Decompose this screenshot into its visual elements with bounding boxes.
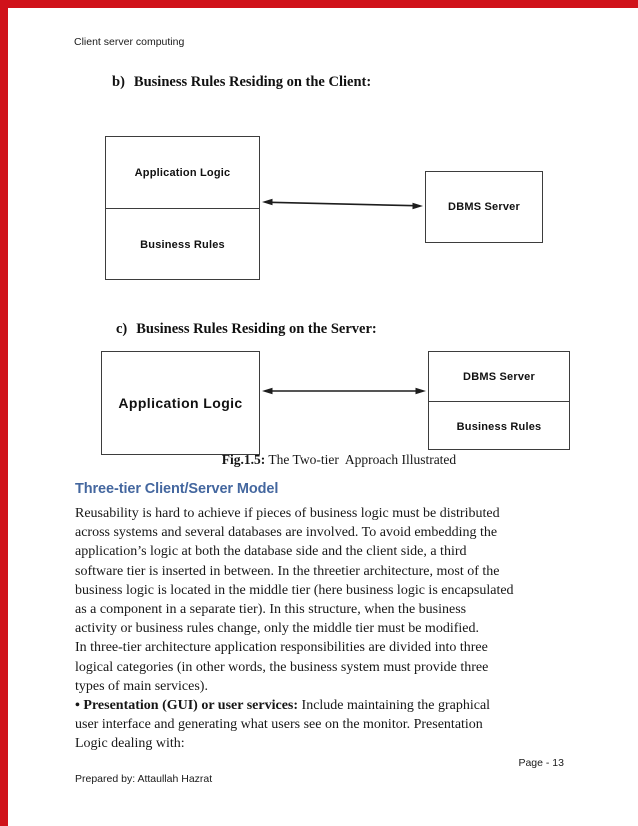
paragraph-line: In three-tier architecture application r… xyxy=(75,640,488,656)
paragraph-line: logical categories (in other words, the … xyxy=(75,659,489,675)
three-tier-heading: Three-tier Client/Server Model xyxy=(75,481,279,497)
diagram-c-application-logic-box: Application Logic xyxy=(101,351,260,455)
double-arrow-applogic-dbms xyxy=(262,387,426,395)
body-paragraph: Reusability is hard to achieve if pieces… xyxy=(75,504,575,754)
figure-caption-text: The Two-tier Approach Illustrated xyxy=(265,452,457,467)
diagram-b-dbms-server-box: DBMS Server xyxy=(425,171,543,243)
top-red-border xyxy=(0,0,638,8)
page-header: Client server computing xyxy=(74,36,185,48)
diagram-b-dbms-server-label: DBMS Server xyxy=(448,201,520,213)
paragraph-line: types of main services). xyxy=(75,678,208,694)
diagram-c-application-logic-label: Application Logic xyxy=(118,395,243,411)
paragraph-line: software tier is inserted in between. In… xyxy=(75,563,500,579)
paragraph-line: application’s logic at both the database… xyxy=(75,544,467,560)
diagram-c-business-rules-cell: Business Rules xyxy=(456,421,542,433)
diagram-b-business-rules-cell: Business Rules xyxy=(140,239,225,251)
figure-caption-number: Fig.1.5: xyxy=(221,452,266,467)
paragraph-line: Reusability is hard to achieve if pieces… xyxy=(75,506,500,521)
paragraph-line: across systems and several databases are… xyxy=(75,525,498,541)
page-number: Page - 13 xyxy=(518,757,564,769)
diagram-b-application-logic-cell: Application Logic xyxy=(106,137,259,209)
double-arrow-client-dbms xyxy=(262,198,423,210)
diagram-c-server-box: DBMS Server Business Rules xyxy=(428,351,570,450)
diagram-b-client-box: Application Logic Business Rules xyxy=(105,136,260,280)
paragraph-line: Logic dealing with: xyxy=(75,736,185,752)
heading-c-prefix: c) xyxy=(116,321,128,337)
page-footer: Prepared by: Attaullah Hazrat xyxy=(75,773,213,785)
paragraph-line: activity or business rules change, only … xyxy=(75,621,479,637)
heading-c: c) Business Rules Residing on the Server: xyxy=(116,321,377,338)
heading-b: b) Business Rules Residing on the Client: xyxy=(112,74,371,91)
paragraph-line: business logic is located in the middle … xyxy=(75,582,514,598)
heading-c-text: Business Rules Residing on the Server: xyxy=(136,321,377,337)
figure-caption: Fig.1.5: The Two-tier Approach Illustrat… xyxy=(99,452,579,468)
paragraph-line: • Presentation (GUI) or user services: I… xyxy=(75,698,491,714)
heading-b-text: Business Rules Residing on the Client: xyxy=(133,74,372,90)
paragraph-line: as a component in a separate tier). In t… xyxy=(75,602,467,618)
diagram-c-dbms-server-cell: DBMS Server xyxy=(429,352,569,402)
left-red-border xyxy=(0,0,8,826)
heading-b-prefix: b) xyxy=(112,74,125,90)
paragraph-line: user interface and generating what users… xyxy=(75,717,483,733)
